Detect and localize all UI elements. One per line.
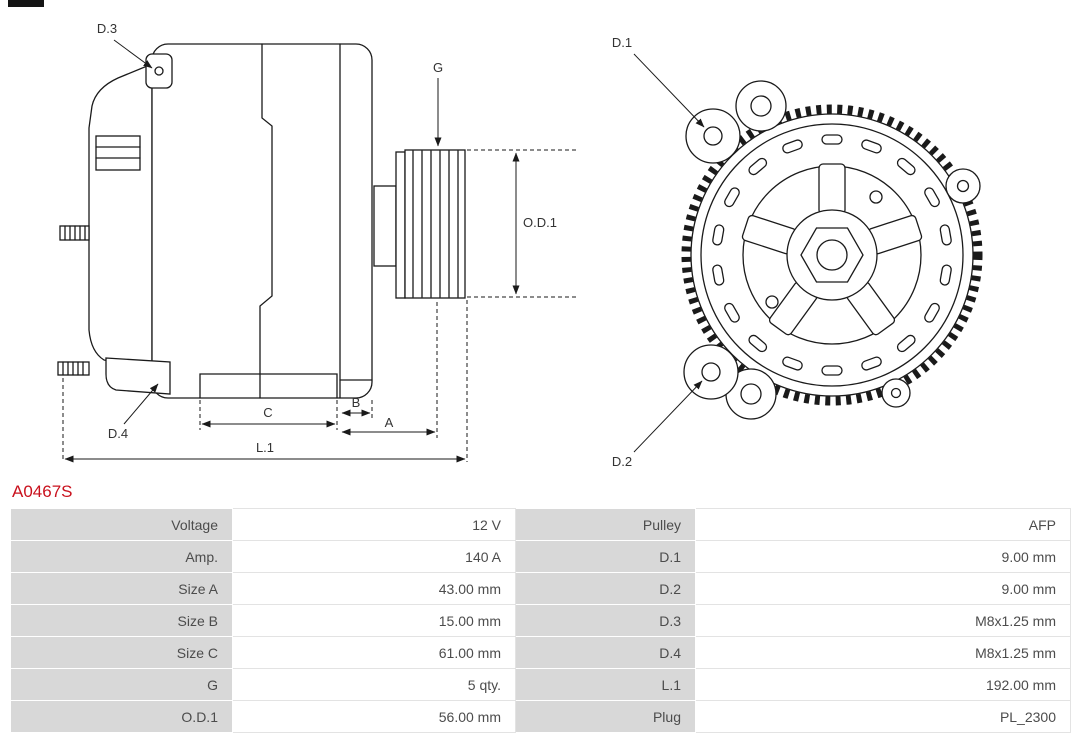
spec-label: Amp. <box>10 540 233 573</box>
spec-label: Voltage <box>10 508 233 541</box>
spec-label: D.3 <box>515 604 696 637</box>
spec-value: 61.00 mm <box>232 636 516 669</box>
label-c: C <box>263 405 272 420</box>
spec-value: AFP <box>695 508 1071 541</box>
table-row: Size C 61.00 mm D.4 M8x1.25 mm <box>10 636 1071 669</box>
label-od1: O.D.1 <box>523 215 557 230</box>
spec-table: Voltage 12 V Pulley AFP Amp. 140 A D.1 9… <box>10 508 1071 733</box>
spec-label: L.1 <box>515 668 696 701</box>
label-b: B <box>352 395 361 410</box>
spec-label: D.1 <box>515 540 696 573</box>
spec-value: 15.00 mm <box>232 604 516 637</box>
serrated-rim <box>681 104 983 406</box>
spec-label: D.2 <box>515 572 696 605</box>
mounting-lug-d4 <box>105 357 171 395</box>
spec-value: PL_2300 <box>695 700 1071 733</box>
label-d2: D.2 <box>612 454 632 469</box>
table-row: Voltage 12 V Pulley AFP <box>10 508 1071 541</box>
spec-label: Size A <box>10 572 233 605</box>
label-d4: D.4 <box>108 426 128 441</box>
bolt-boss-d3 <box>145 53 173 89</box>
spec-value: M8x1.25 mm <box>695 604 1071 637</box>
label-a: A <box>385 415 394 430</box>
table-row: O.D.1 56.00 mm Plug PL_2300 <box>10 700 1071 733</box>
spec-label: Size B <box>10 604 233 637</box>
spec-value: M8x1.25 mm <box>695 636 1071 669</box>
spec-value: 192.00 mm <box>695 668 1071 701</box>
spec-value: 9.00 mm <box>695 572 1071 605</box>
part-number: A0467S <box>12 482 73 501</box>
leader-d1 <box>633 53 705 128</box>
label-d3: D.3 <box>97 21 117 36</box>
spec-label: O.D.1 <box>10 700 233 733</box>
alternator-side-view <box>57 43 466 399</box>
spec-label: Size C <box>10 636 233 669</box>
spec-value: 12 V <box>232 508 516 541</box>
pulley-spokes <box>741 163 923 336</box>
corner-logo-mark <box>8 0 44 7</box>
leader-d4 <box>123 383 159 425</box>
spec-value: 5 qty. <box>232 668 516 701</box>
spec-label: G <box>10 668 233 701</box>
table-row: Size A 43.00 mm D.2 9.00 mm <box>10 572 1071 605</box>
table-row: Amp. 140 A D.1 9.00 mm <box>10 540 1071 573</box>
spec-value: 9.00 mm <box>695 540 1071 573</box>
table-row: Size B 15.00 mm D.3 M8x1.25 mm <box>10 604 1071 637</box>
spec-value: 56.00 mm <box>232 700 516 733</box>
spec-value: 140 A <box>232 540 516 573</box>
vent-slots <box>712 134 952 376</box>
spec-label: Plug <box>515 700 696 733</box>
spec-label: D.4 <box>515 636 696 669</box>
table-row: G 5 qty. L.1 192.00 mm <box>10 668 1071 701</box>
spec-value: 43.00 mm <box>232 572 516 605</box>
pulley <box>404 149 466 299</box>
technical-drawing: D.3 G O.D.1 C B A L.1 D.4 D.1 D.2 <box>57 21 983 469</box>
leader-d3 <box>113 39 153 69</box>
spec-label: Pulley <box>515 508 696 541</box>
label-g: G <box>433 60 443 75</box>
leader-d2 <box>633 380 703 453</box>
label-d1: D.1 <box>612 35 632 50</box>
alternator-front-view <box>633 53 983 453</box>
dimension-annotations <box>62 39 578 463</box>
label-l1: L.1 <box>256 440 274 455</box>
product-spec-page: D.3 G O.D.1 C B A L.1 D.4 D.1 D.2 A0467S… <box>8 0 1071 733</box>
